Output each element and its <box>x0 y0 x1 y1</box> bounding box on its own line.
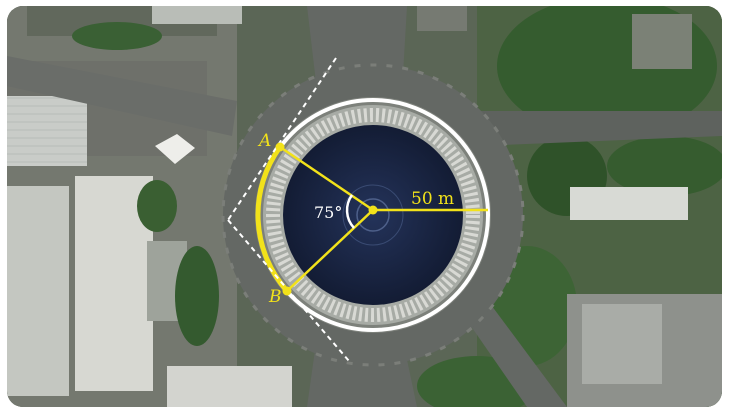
roundabout-inner-lane <box>221 63 525 367</box>
fountain-ripple-1 <box>342 184 404 246</box>
building-right-top <box>632 14 692 69</box>
building-top-mid <box>417 6 467 31</box>
radius-to-a <box>279 145 374 212</box>
building-right-roof <box>582 304 662 384</box>
radius-to-b <box>286 209 374 292</box>
building-right-long <box>570 187 688 220</box>
fountain-ripple-2 <box>356 198 390 232</box>
point-a-label: A <box>257 131 271 151</box>
point-b-label: B <box>268 287 282 307</box>
aerial-roundabout-image: A B 75° 50 m <box>7 6 722 407</box>
trees-left-3 <box>72 22 162 50</box>
angle-label: 75° <box>314 203 342 222</box>
trees-right-3 <box>607 136 722 196</box>
trees-left-2 <box>175 246 219 346</box>
tent-structure <box>155 134 195 164</box>
radius-label: 50 m <box>411 189 454 209</box>
point-a <box>275 142 285 152</box>
road-west-top <box>7 56 237 136</box>
road-southeast <box>457 286 567 407</box>
angle-arc <box>345 194 355 229</box>
road-east <box>477 111 722 146</box>
building-left-side <box>7 186 69 396</box>
trees-left-1 <box>137 180 177 232</box>
building-left-bottom <box>167 366 292 407</box>
fountain-rim-pattern <box>266 108 480 322</box>
building-left-top <box>7 96 87 166</box>
aerial-photo-frame: A B 75° 50 m <box>7 6 722 407</box>
fountain-pool <box>283 125 463 305</box>
building-top-center <box>152 6 242 24</box>
tangent-line-a <box>227 57 337 221</box>
center-point <box>368 205 378 215</box>
point-b <box>282 286 292 296</box>
